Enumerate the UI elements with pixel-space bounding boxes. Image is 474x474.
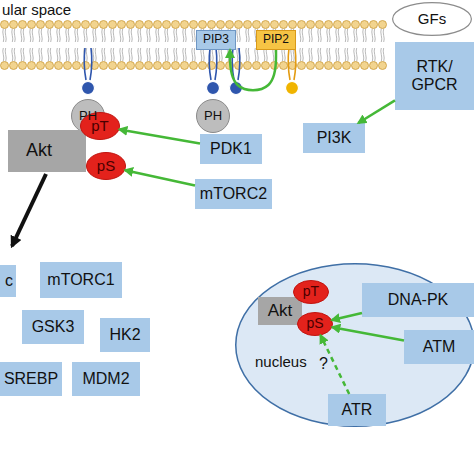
node-text: PH [204,109,222,123]
kinase-box: PI3K [303,123,365,153]
receptor-box: RTK/ GPCR [395,42,474,110]
activation-arrow [119,129,200,143]
kinase-box: DNA-PK [362,283,474,317]
node-text: pT [91,118,109,135]
node-text: Akt [26,141,52,161]
nucleus-ellipse: nucleus AktpT pS DNA-PK ATM ATR [235,263,474,427]
node-text: nucleus [255,354,307,371]
shape-outline [87,153,126,180]
shape-outline [81,113,120,140]
node-text: PI3K [317,129,352,147]
node-text: pS [97,158,115,175]
node-text: mTORC2 [200,185,267,203]
target-box: c [0,265,16,297]
node-text: c [5,272,13,290]
lipid-bilayer [0,20,387,70]
target-box: SREBP [0,362,62,396]
shape-outline [294,281,329,304]
activation-arrow [358,100,395,123]
edge-label: ? [319,355,328,373]
node-text: ATR [342,401,373,419]
activation-arrow [125,170,195,185]
node-text: pS [306,316,323,331]
phospho-site: pT [293,280,329,304]
domain-circle: PH [196,99,230,133]
kinase-box: Akt [258,297,302,325]
node-text: Akt [268,302,293,321]
target-arrow [12,174,46,246]
shape-outline [298,313,333,336]
ligand-ellipse: GFs [392,2,472,36]
node-text: GFs [418,11,446,28]
node-text: PDK1 [210,140,252,158]
node-text: HK2 [109,326,140,344]
pip-lipid [84,48,296,80]
shape-outline [393,3,472,36]
phospho-site: pS [86,152,126,180]
node-text: GSK3 [32,318,75,336]
target-box: GSK3 [22,310,84,344]
activation-arrow [230,50,276,90]
node-text: pT [303,284,319,299]
node-text: PIP2 [263,33,289,46]
target-box: mTORC1 [40,262,122,298]
kinase-box: ATR [328,394,386,426]
activation-arrow [332,327,404,340]
node-text: mTORC1 [47,271,114,289]
lipid-head [82,82,299,95]
kinase-box: PDK1 [200,134,262,164]
lipid-tag: PIP2 [256,30,296,50]
kinase-box: Akt [8,130,86,172]
activation-arrow [332,313,362,320]
node-text: MDM2 [82,370,129,388]
target-box: HK2 [100,318,150,352]
kinase-box: ATM [404,330,474,364]
shape-outline [197,100,230,133]
phospho-site: pS [297,312,333,336]
kinase-box: mTORC2 [195,179,272,209]
node-text: DNA-PK [388,291,448,309]
target-box: MDM2 [72,362,140,396]
shape-outline [236,264,474,427]
node-text: PIP3 [203,33,229,46]
lipid-tag: PIP3 [196,30,236,50]
node-text: RTK/ GPCR [395,58,474,93]
region-label: ular space [2,1,71,18]
node-text: ATM [423,338,456,356]
node-text: SREBP [4,370,58,388]
